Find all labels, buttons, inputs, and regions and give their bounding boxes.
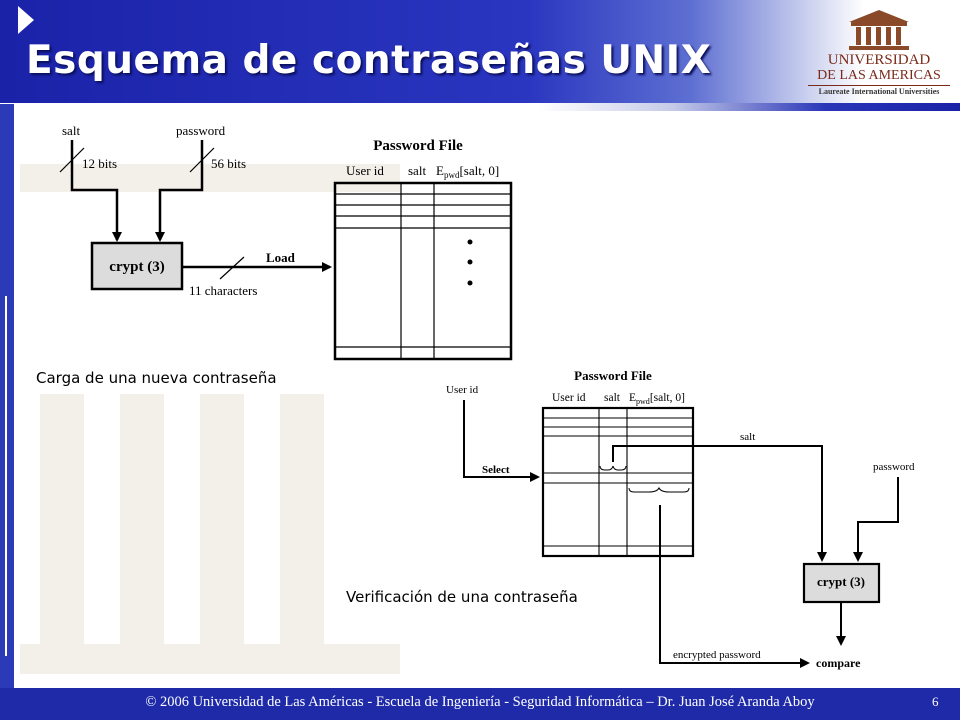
caption-load: Carga de una nueva contraseña xyxy=(36,369,277,387)
verify-crypt-label: crypt (3) xyxy=(817,574,865,589)
verify-password-file-table xyxy=(541,406,695,558)
salt-input-arrow xyxy=(70,140,122,242)
logo-text-line2: DE LAS AMERICAS xyxy=(817,68,941,83)
footer-bar xyxy=(0,688,960,720)
left-accent-thin-line xyxy=(5,296,7,656)
bullet-arrow-icon xyxy=(18,6,34,34)
password-input-arrow xyxy=(155,140,204,242)
salt-label: salt xyxy=(62,123,80,138)
salt-brace xyxy=(599,465,627,471)
verify-password-file-title: Password File xyxy=(574,368,652,383)
logo-text-line3: Laureate International Universities xyxy=(818,87,940,96)
password-file-table xyxy=(333,181,513,361)
ellipsis-dots xyxy=(467,239,473,286)
password-bits-tick xyxy=(189,147,215,173)
verify-crypt-box xyxy=(802,562,881,604)
output-chars-tick xyxy=(219,256,245,280)
background-watermark xyxy=(20,164,400,674)
column-userid: User id xyxy=(346,163,384,178)
load-label: Load xyxy=(266,250,296,265)
page-title: Esquema de contraseñas UNIX xyxy=(26,38,712,83)
password-label: password xyxy=(176,123,226,138)
page-number: 6 xyxy=(932,694,939,709)
verify-column-salt: salt xyxy=(604,392,621,404)
userid-select-arrow xyxy=(463,400,540,482)
epwd-brace xyxy=(628,486,690,493)
verify-column-userid: User id xyxy=(552,392,586,404)
logo-divider xyxy=(808,85,950,86)
university-logo: UNIVERSIDAD DE LAS AMERICAS Laureate Int… xyxy=(804,8,954,98)
output-chars-label: 11 characters xyxy=(189,283,257,298)
password-file-title: Password File xyxy=(373,138,463,154)
verify-userid-label: User id xyxy=(446,384,479,396)
building-logo-icon xyxy=(849,10,909,50)
column-epwd: Epwd[salt, 0] xyxy=(436,163,499,180)
verify-salt-label: salt xyxy=(740,431,755,443)
salt-bits-tick xyxy=(59,147,85,173)
password-to-crypt-arrow xyxy=(853,477,899,562)
verify-password-label: password xyxy=(873,461,915,473)
left-accent-divider xyxy=(14,104,17,690)
select-label: Select xyxy=(482,464,510,476)
logo-text-line1: UNIVERSIDAD xyxy=(827,52,931,68)
encrypted-to-compare-arrow xyxy=(659,505,810,668)
compare-label: compare xyxy=(816,656,861,670)
salt-bits-label: 12 bits xyxy=(82,156,117,171)
left-accent-bar xyxy=(0,104,14,690)
caption-verify: Verificación de una contraseña xyxy=(346,588,578,606)
verify-column-epwd: Epwd[salt, 0] xyxy=(629,392,685,406)
crypt-label: crypt (3) xyxy=(109,259,164,275)
column-salt: salt xyxy=(408,163,426,178)
crypt-box xyxy=(90,241,184,291)
title-underline xyxy=(0,103,960,111)
salt-to-crypt-arrow xyxy=(612,445,827,562)
password-bits-label: 56 bits xyxy=(211,156,246,171)
encrypted-password-label: encrypted password xyxy=(673,649,761,661)
footer-text: © 2006 Universidad de Las Américas - Esc… xyxy=(145,694,815,710)
title-banner xyxy=(0,0,960,104)
